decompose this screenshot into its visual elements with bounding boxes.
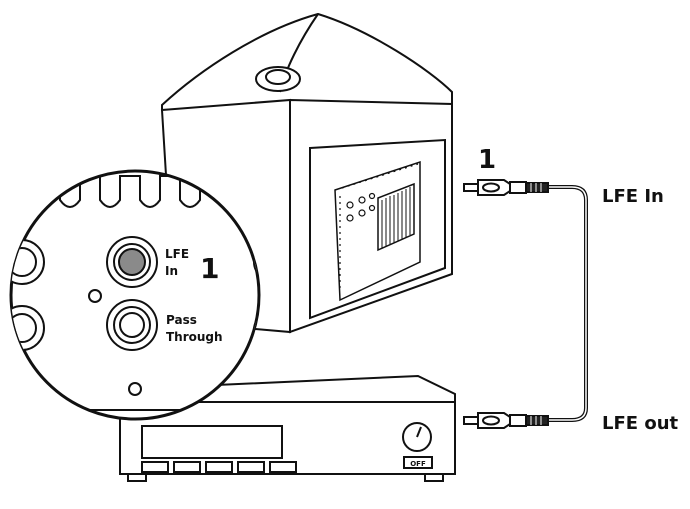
step-number-zoom: 1 xyxy=(200,252,219,285)
rca-cable xyxy=(463,179,588,429)
rca-plug-bottom xyxy=(463,412,549,429)
receiver-button-4 xyxy=(237,461,265,473)
rear-panel-frame xyxy=(309,138,446,320)
top-dial-inner xyxy=(265,69,291,85)
pass-through-label-line2: Through xyxy=(166,330,223,344)
heatsink xyxy=(377,182,415,252)
plug-tip-top xyxy=(463,183,479,192)
off-button xyxy=(403,456,433,469)
lfe-in-label-line2: In xyxy=(165,264,178,278)
screw-bottom xyxy=(128,382,142,396)
pass-through-label-line1: Pass xyxy=(166,313,197,327)
receiver-button-2 xyxy=(173,461,201,473)
cable-label-lfe-in: LFE In xyxy=(602,186,664,207)
off-button-label: OFF xyxy=(410,460,426,468)
rca-plug-top xyxy=(463,179,549,196)
lfe-in-jack xyxy=(106,236,158,288)
cable-label-lfe-out: LFE out xyxy=(602,413,679,434)
receiver-foot-right xyxy=(424,473,444,482)
receiver-button-5 xyxy=(269,461,297,473)
step-number-cable: 1 xyxy=(478,145,496,175)
right-terminal-top xyxy=(253,243,259,281)
plug-tip-bottom xyxy=(463,416,479,425)
subwoofer-top xyxy=(161,12,453,112)
receiver-button-1 xyxy=(141,461,169,473)
av-receiver xyxy=(119,374,456,482)
receiver-button-3 xyxy=(205,461,233,473)
cable-wire xyxy=(548,185,588,422)
receiver-display xyxy=(141,425,283,459)
volume-knob-indicator xyxy=(416,426,422,438)
screw-left xyxy=(88,289,102,303)
receiver-foot-left xyxy=(127,473,147,482)
pass-through-jack xyxy=(106,299,158,351)
zoom-circle xyxy=(9,169,261,421)
lfe-in-label-line1: LFE xyxy=(165,247,189,261)
